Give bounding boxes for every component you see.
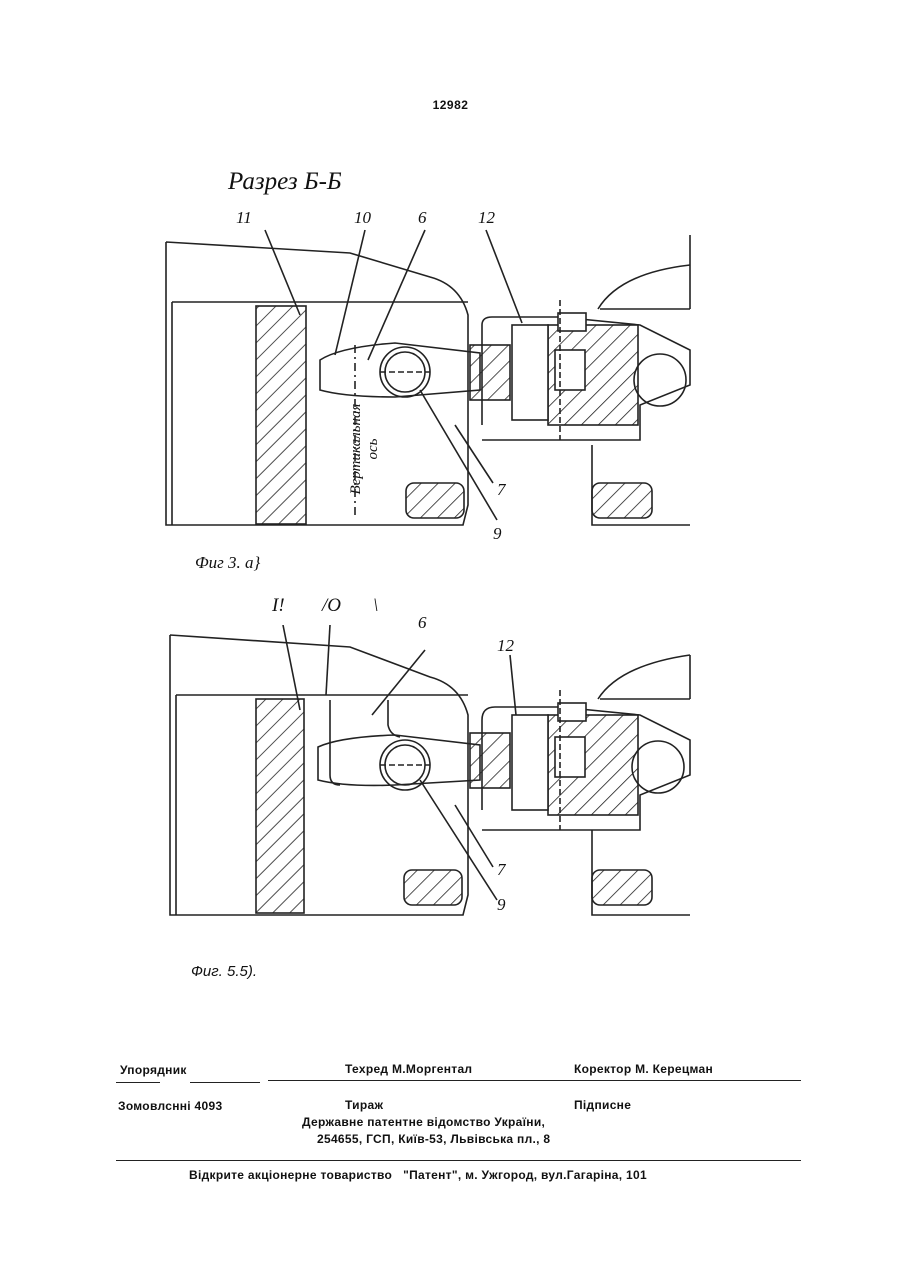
order-number: Зомовлснні 4093 [118, 1099, 222, 1113]
rule-top [268, 1080, 801, 1081]
techred: Техред М.Моргентал [345, 1062, 472, 1076]
corrector: Коректор М. Керецман [574, 1062, 713, 1076]
publisher: Відкрите акціонерне товариство "Патент",… [189, 1168, 647, 1182]
rule-compiler-short [116, 1082, 160, 1083]
office-line1: Державне патентне відомство України, [302, 1115, 545, 1129]
subscription: Підписне [574, 1098, 631, 1112]
figure-a-caption: Фиг 3. а} [195, 553, 260, 573]
mark-10-b: /O [322, 595, 341, 617]
compiler-label: Упорядник [120, 1063, 187, 1077]
rule-compiler-long [190, 1082, 260, 1083]
figure-a-drawing [0, 225, 901, 545]
mark-slash-b: \ [373, 595, 378, 617]
figure-b-drawing [0, 625, 901, 925]
circulation: Тираж [345, 1098, 383, 1112]
office-line2: 254655, ГСП, Київ-53, Львівська пл., 8 [317, 1132, 550, 1146]
mark-11-b: I! [272, 595, 285, 617]
page-number: 12982 [0, 98, 901, 112]
section-title: Разрез Б-Б [228, 168, 342, 196]
rule-bottom [116, 1160, 801, 1161]
figure-b-caption: Фиг. 5.5). [191, 963, 257, 980]
